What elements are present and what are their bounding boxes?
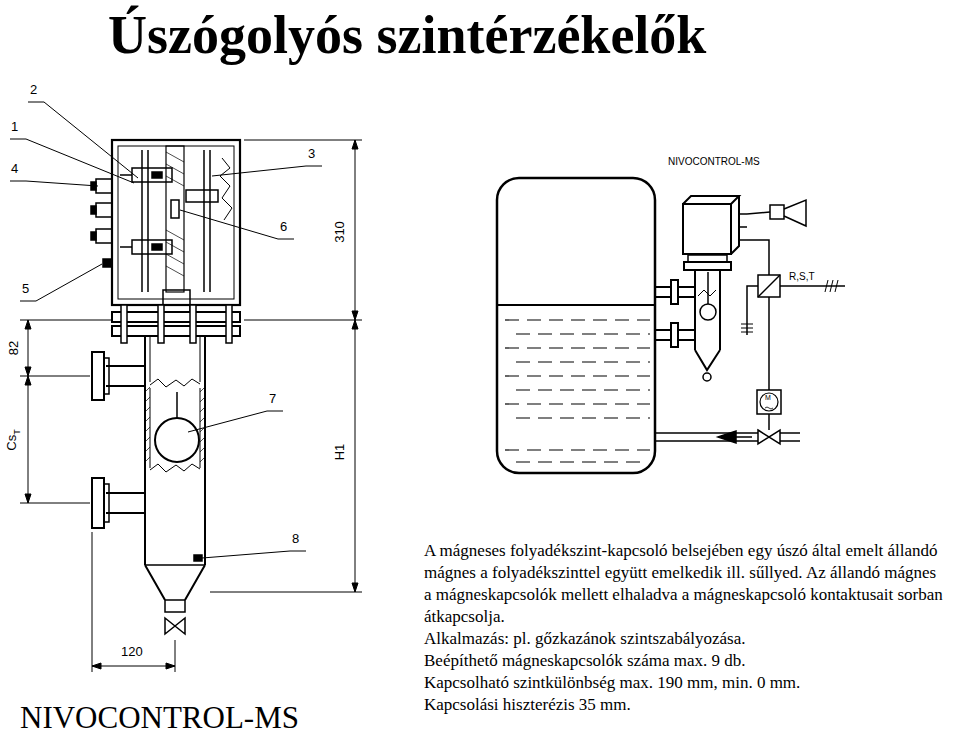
dimension-value: H1 [333, 443, 347, 462]
page-title: Úszógolyós szintérzékelők [108, 4, 706, 66]
callout-number: 1 [11, 120, 18, 134]
callout-number: 4 [11, 162, 18, 176]
dimension-value: 310 [333, 220, 347, 244]
tank-schematic [497, 178, 845, 473]
motor-symbol-text: M [765, 394, 771, 402]
callout-number: 7 [269, 392, 276, 406]
callout-number: 6 [280, 220, 287, 234]
dimension-symbol: Cs [4, 435, 19, 451]
description-text: A mágneses folyadékszint-kapcsoló belsej… [424, 540, 948, 716]
leader-lines [10, 102, 322, 558]
dimension-value: 120 [121, 645, 143, 659]
callout-number: 8 [292, 532, 299, 546]
dimension-subscript: T [12, 429, 22, 435]
supply-label: R,S,T [789, 271, 815, 282]
callout-number: 5 [22, 282, 29, 296]
description-line: Kapcsolható szintkülönbség max. 190 mm, … [424, 672, 948, 694]
dimension-lines [20, 140, 362, 672]
description-line: Kapcsolási hiszterézis 35 mm. [424, 694, 948, 716]
callout-number: 3 [308, 147, 315, 161]
description-line: Alkalmazás: pl. gőzkazánok szintszabályo… [424, 628, 948, 650]
description-line: A mágneses folyadékszint-kapcsoló belsej… [424, 540, 948, 628]
dimension-value: CsT [5, 428, 22, 451]
level-switch-drawing [91, 140, 240, 634]
callout-number: 2 [30, 83, 37, 97]
figure-caption: NIVOCONTROL-MS [20, 700, 299, 736]
description-line: Beépíthető mágneskapcsolók száma max. 9 … [424, 650, 948, 672]
dimension-value: 82 [7, 340, 21, 356]
device-label: NIVOCONTROL-MS [668, 156, 760, 167]
